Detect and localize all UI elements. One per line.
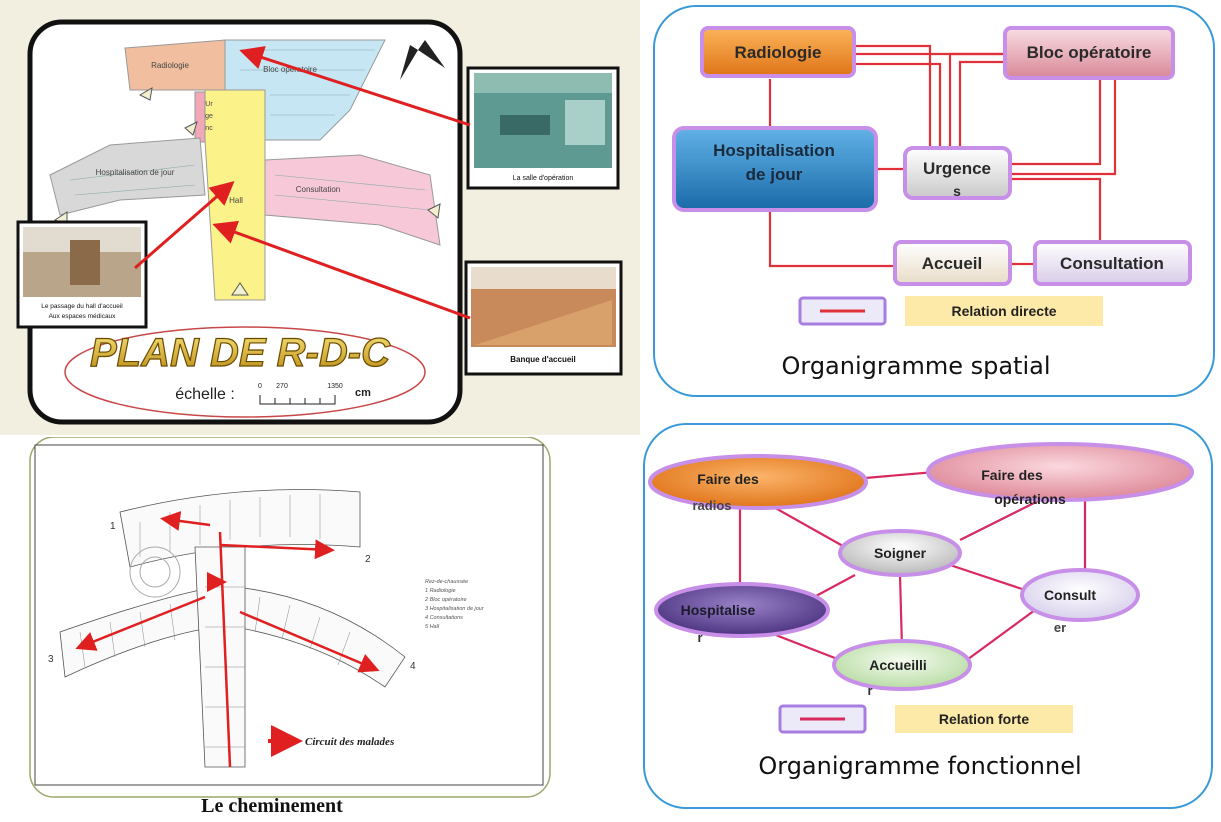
photo-banque-accueil: Banque d'accueil [464,260,623,376]
circuit-label: Circuit des malades [305,736,394,748]
cheminement-legend-item-2: 2 Bloc opératoire [424,597,467,603]
cheminement-number-1: 1 [110,521,116,532]
cheminement-ramp-1 [129,546,181,598]
functional-panel: Faire des radios Faire des opérations So… [640,420,1218,812]
functional-node-accueillir [832,639,972,691]
cheminement-number-4: 4 [410,661,416,672]
zone-label-urgences-2: ge [205,113,213,120]
scale-bar [259,395,336,405]
functional-node-accueillir-label-1: Accueilli [869,657,927,673]
spatial-node-accueil-label: Accueil [922,254,982,273]
cheminement-legend: Rez-de-chaussée 1 Radiologie 2 Bloc opér… [424,579,485,630]
spatial-title: Organigramme spatial [781,352,1050,380]
cheminement-legend-item-5: 5 Hall [425,624,440,630]
cheminement-svg: 1 2 3 4 Rez-de-chaussée 1 Radiologie 2 B… [29,436,551,817]
plan-title: PLAN DE R-D-C [90,331,391,375]
floor-plan-panel: Radiologie Bloc opératoire Ur ge nc Hosp… [0,0,640,435]
spatial-node-radiologie [700,26,856,78]
spatial-panel: Radiologie Bloc opératoire Hospitalisati… [650,4,1218,404]
zone-label-urgences-3: nc [205,125,213,132]
spatial-legend-label: Relation directe [951,303,1056,319]
functional-node-accueillir-label-2: r [867,683,872,698]
spatial-svg: Radiologie Bloc opératoire Hospitalisati… [653,5,1215,397]
spatial-node-hospitalisation-label-2: de jour [746,165,803,184]
photo-caption-banque: Banque d'accueil [510,355,575,364]
scale-label: échelle : [175,386,235,403]
spatial-node-hospitalisation [672,126,878,212]
cheminement-number-3: 3 [48,654,54,665]
scale-tick-0: 0 [258,383,262,390]
plan-title-ellipse [64,326,426,418]
functional-node-operations-label-1: Faire des [981,467,1043,483]
functional-node-soigner [838,529,962,577]
plan-arrows [134,46,471,320]
cheminement-ramp-2 [139,556,171,588]
spatial-relations [768,44,1117,268]
functional-node-soigner-label: Soigner [874,545,927,561]
cheminement-legend-item-0: Rez-de-chaussée [425,579,468,585]
scale-tick-270: 270 [276,383,288,390]
zone-label-radiologie: Radiologie [151,61,189,70]
zone-hall [204,89,266,301]
functional-node-radios [648,454,868,510]
functional-relations [738,470,1087,666]
cheminement-title: Le cheminement [201,795,343,817]
functional-node-radios-label-1: Faire des [697,471,759,487]
spatial-node-bloc [1003,26,1175,80]
functional-node-operations-label-2: opérations [994,491,1066,507]
functional-svg: Faire des radios Faire des opérations So… [643,423,1213,809]
functional-node-hospitaliser-label-1: Hospitalise [681,602,756,618]
spatial-node-urgences [903,146,1012,200]
photo-salle-operation: La salle d'opération [466,66,620,190]
functional-node-hospitaliser [654,582,830,638]
cheminement-circuit-paths [75,511,380,768]
spatial-node-urgences-label-1: Urgence [923,159,991,178]
cheminement-legend-item-4: 4 Consultations [425,615,463,621]
spatial-node-bloc-label: Bloc opératoire [1027,43,1152,62]
cheminement-number-2: 2 [365,554,371,565]
functional-title: Organigramme fonctionnel [758,752,1081,780]
cheminement-panel: 1 2 3 4 Rez-de-chaussée 1 Radiologie 2 B… [0,436,560,817]
scale-unit: cm [355,387,371,399]
functional-node-consulter [1020,568,1140,622]
plan-grid-lines [69,49,431,211]
spatial-node-consultation-label: Consultation [1060,254,1164,273]
floor-plan-svg: Radiologie Bloc opératoire Ur ge nc Hosp… [0,0,640,435]
photo-caption-passage-2: Aux espaces médicaux [49,313,117,320]
functional-node-hospitaliser-label-2: r [697,630,702,645]
zone-label-consultation: Consultation [296,185,340,194]
functional-node-consulter-label-2: er [1054,620,1066,635]
functional-node-consulter-label-1: Consult [1044,587,1096,603]
north-arrow-tail-icon [418,40,445,68]
spatial-node-radiologie-label: Radiologie [735,43,822,62]
scale-tick-1350: 1350 [327,383,343,390]
spatial-legend-label-box [905,296,1103,326]
spatial-node-urgences-label-2: s [953,183,961,199]
zone-label-urgences-1: Ur [205,101,213,108]
spatial-node-consultation [1033,240,1192,286]
north-arrow-icon [400,45,418,80]
functional-node-operations [926,442,1194,502]
zone-label-hall: Hall [229,196,243,205]
plan-access-markers [53,87,441,296]
cheminement-legend-item-1: 1 Radiologie [425,588,456,594]
functional-legend-label: Relation forte [939,711,1029,727]
zone-label-bloc: Bloc opératoire [263,65,317,74]
zone-hospitalisation [49,137,206,216]
photo-caption-salle: La salle d'opération [513,175,574,182]
photo-passage-hall: Le passage du hall d'accueil Aux espaces… [16,220,148,329]
photo-caption-passage-1: Le passage du hall d'accueil [41,303,123,310]
zone-label-hospitalisation: Hospitalisation de jour [96,168,175,177]
cheminement-legend-item-3: 3 Hospitalisation de jour [425,606,485,612]
spatial-node-accueil [893,240,1012,286]
spatial-node-hospitalisation-label-1: Hospitalisation [713,141,835,160]
functional-node-radios-label-2: radios [692,498,731,513]
functional-legend-label-box [895,705,1073,733]
